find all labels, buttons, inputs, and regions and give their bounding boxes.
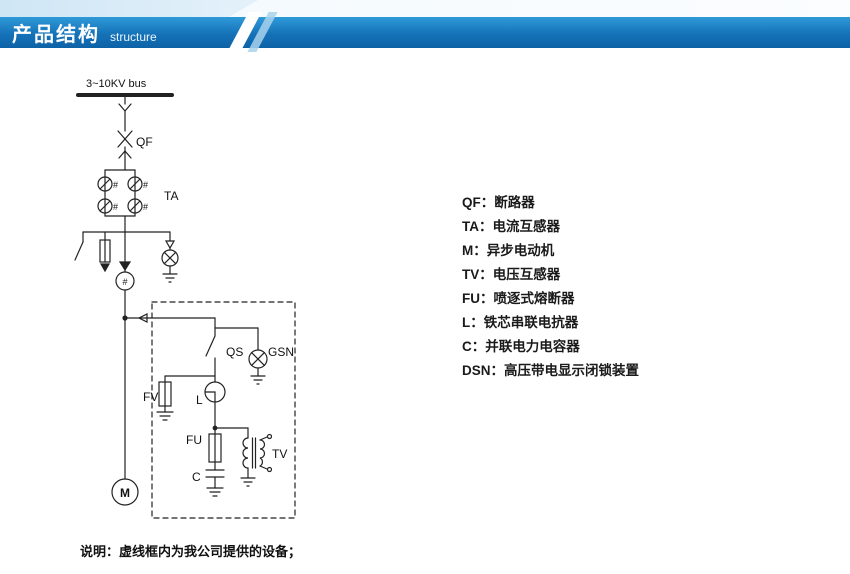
- legend-item-qf: QF：断路器: [462, 195, 535, 210]
- aux-switch-branch: [74, 231, 84, 261]
- c-label: C: [192, 470, 201, 484]
- indicator-lamp-branch: [161, 231, 179, 283]
- l-label: L: [196, 393, 203, 407]
- ta-hash-mark: #: [113, 202, 118, 212]
- fv-label: FV: [143, 390, 158, 404]
- diagram-note: 说明：虚线框内为我公司提供的设备；: [80, 544, 302, 559]
- gsn-label: GSN: [268, 345, 294, 359]
- tv-label: TV: [272, 447, 287, 461]
- bus-label: 3~10KV bus: [86, 78, 147, 90]
- legend-item-l: L：铁芯串联电抗器: [462, 315, 579, 330]
- header-banner: 产品结构 structure: [0, 17, 850, 48]
- legend-item-c: C：并联电力电容器: [462, 339, 580, 354]
- bus-symbol: [76, 93, 174, 105]
- ta-hash-mark: #: [113, 180, 118, 190]
- breaker-qf-symbol: [117, 103, 133, 171]
- ta-hash-mark: #: [143, 202, 148, 212]
- equipment-boundary-box: [151, 301, 296, 519]
- ta-label: TA: [164, 189, 178, 203]
- fu-label: FU: [186, 433, 202, 447]
- main-feeder: [115, 231, 135, 480]
- m-label: M: [120, 486, 130, 500]
- tap-line: [124, 313, 216, 323]
- page-title: 产品结构: [12, 24, 100, 46]
- ct-hash-mark: #: [122, 277, 127, 287]
- fv-arrester-symbol: [156, 375, 216, 421]
- page-header: 产品结构 structure: [0, 0, 850, 52]
- m-motor-symbol: [111, 478, 139, 506]
- ta-hash-mark: #: [143, 180, 148, 190]
- qs-label: QS: [226, 345, 243, 359]
- tv-transformer-symbol: [240, 433, 273, 487]
- current-transformer-ta-symbol: [97, 169, 143, 233]
- legend-item-tv: TV：电压互感器: [462, 267, 561, 282]
- legend-item-ta: TA：电流互感器: [462, 219, 560, 234]
- gsn-indicator-symbol: [214, 327, 268, 385]
- sensor-branch: [99, 231, 111, 273]
- page-subtitle: structure: [110, 29, 157, 44]
- legend-item-dsn: DSN：高压带电显示闭锁装置: [462, 363, 640, 378]
- fu-fuse-symbol: [208, 433, 222, 471]
- l-reactor-symbol: [204, 375, 226, 435]
- c-capacitor-symbol: [205, 469, 225, 497]
- header-decor-wedge: [0, 0, 258, 18]
- legend-item-fu: FU：喷逐式熔断器: [462, 291, 575, 306]
- qf-label: QF: [136, 135, 153, 149]
- component-legend: QF：断路器 TA：电流互感器 M：异步电动机 TV：电压互感器 FU：喷逐式熔…: [462, 191, 639, 383]
- tv-branch-line: [212, 425, 249, 439]
- qs-switch-symbol: [205, 317, 216, 377]
- legend-item-m: M：异步电动机: [462, 243, 555, 258]
